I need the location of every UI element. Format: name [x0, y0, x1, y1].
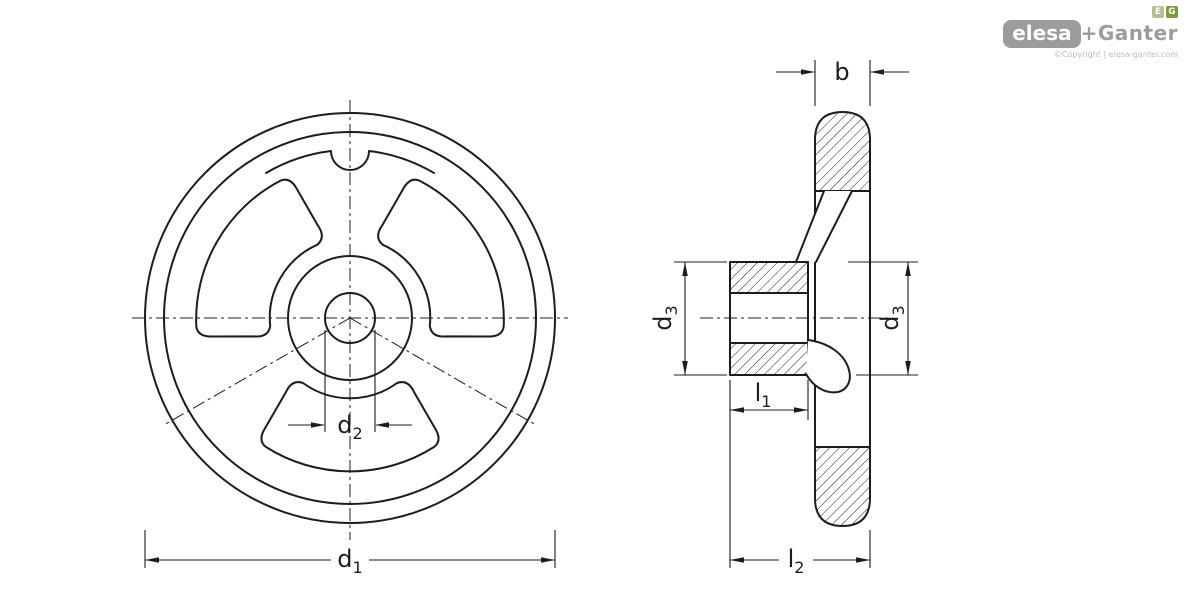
arrowhead [856, 557, 870, 563]
dim-l2-label: l2 [788, 545, 805, 577]
lower-spoke-fill [806, 340, 850, 393]
arrowhead [905, 361, 911, 375]
brand-wordmark: elesa+Ganter [1003, 20, 1178, 48]
copyright-text: ©Copyright | elesa-ganter.com [1053, 50, 1178, 59]
brand-logo: E G elesa+Ganter ©Copyright | elesa-gant… [1003, 6, 1178, 59]
dimension-d3-right: d3 [848, 261, 918, 376]
dim-l1-label: l1 [755, 379, 772, 411]
rim-section-bottom [814, 446, 871, 527]
brand-badges: E G [1003, 6, 1178, 18]
dim-d3-left-label: d3 [649, 305, 681, 330]
front-view: d2 d1 [132, 100, 568, 577]
arrowhead [541, 557, 555, 563]
brand-elesa-text: elesa [1003, 20, 1081, 48]
arrowhead [870, 69, 884, 75]
upper-spoke-fill [796, 191, 852, 262]
arrowhead [905, 262, 911, 276]
arrowhead [794, 407, 808, 413]
dimension-l1: l1 [730, 379, 809, 420]
dimension-d2: d2 [288, 330, 412, 443]
bore-circle [324, 292, 376, 344]
lower-spoke-outline [805, 339, 851, 394]
top-spoke-notch [265, 150, 435, 174]
dimension-d3-left: d3 [649, 261, 727, 376]
dimension-d1: d1 [144, 530, 556, 577]
dimension-b: b [776, 58, 909, 106]
arrowhead [801, 69, 815, 75]
dim-d3-right-label: d3 [876, 305, 908, 330]
hub-circle [287, 255, 413, 381]
rim-inner-circle [163, 131, 537, 505]
arrowhead [682, 361, 688, 375]
dimension-l2: l2 [729, 380, 871, 577]
arrowhead [730, 407, 744, 413]
dim-b-label: b [834, 58, 849, 86]
front-center-lines [132, 100, 568, 540]
rim-section-top [814, 111, 871, 192]
elesa-badge-icon: E [1152, 6, 1164, 18]
arrowhead [682, 262, 688, 276]
side-view: b d3 d3 [649, 58, 918, 577]
arrowhead [730, 557, 744, 563]
ganter-badge-icon: G [1166, 6, 1178, 18]
rim-outer-circle [144, 112, 556, 524]
arrowhead [311, 422, 325, 428]
spoke-openings [195, 178, 505, 473]
brand-ganter-text: +Ganter [1080, 21, 1178, 45]
arrowhead [375, 422, 389, 428]
arrowhead [145, 557, 159, 563]
dim-d1-label: d1 [337, 545, 362, 577]
dim-d2-label: d2 [337, 411, 362, 443]
